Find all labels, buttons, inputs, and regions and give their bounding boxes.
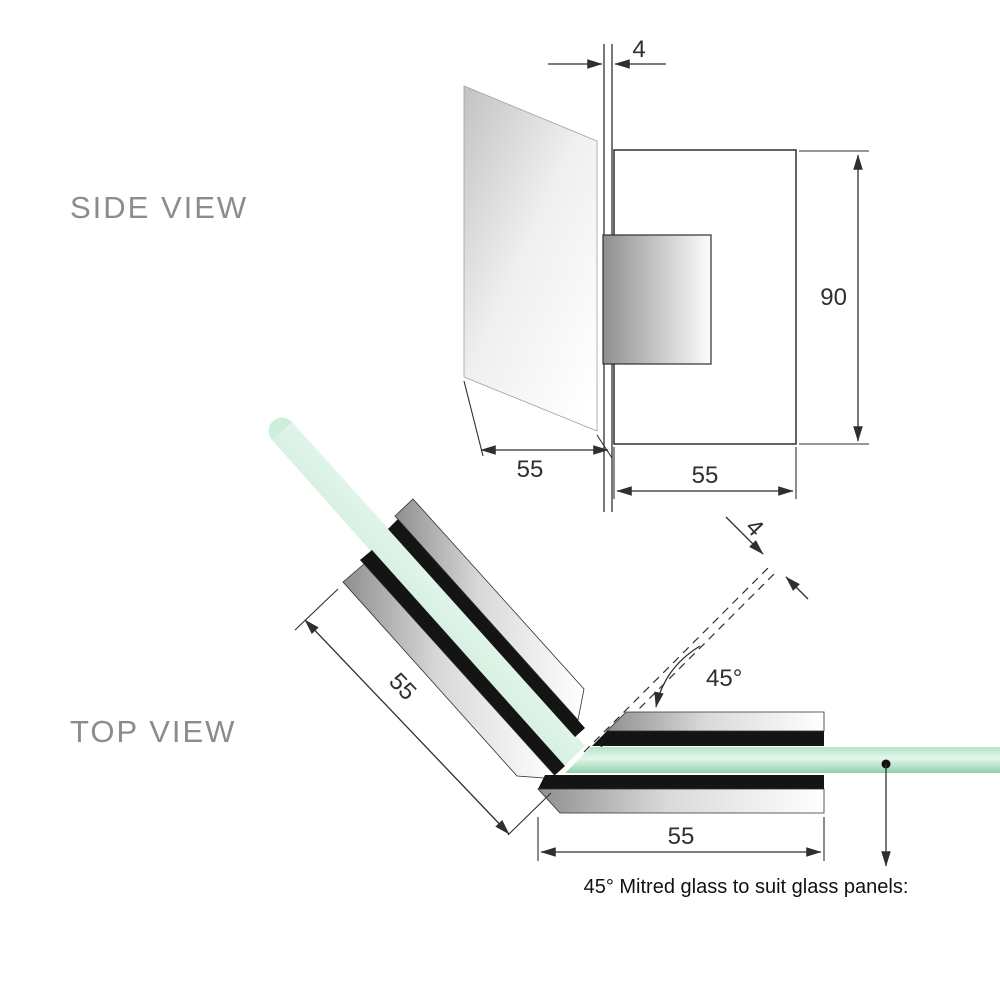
dim-line <box>725 516 764 555</box>
side-view-title: SIDE VIEW <box>70 190 248 225</box>
dim-mitre-gap: 4 <box>725 514 809 600</box>
dim-plate-height: 90 <box>799 150 869 445</box>
dim-value-horizontal-plate-length: 55 <box>668 823 695 850</box>
ext-line <box>463 380 484 457</box>
top-view: TOP VIEW 55 4 <box>70 417 1000 898</box>
horizontal-hinge-seal-bottom <box>538 775 824 789</box>
side-hinge-knuckle <box>602 234 712 365</box>
diagonal-hinge-plate-upper <box>394 498 585 721</box>
angle-arc-arrow <box>654 645 701 708</box>
dim-horizontal-plate-length: 55 <box>537 817 825 861</box>
horizontal-glass-panel <box>565 747 1000 773</box>
dim-plate-width: 55 <box>613 447 797 499</box>
dim-line <box>304 619 510 835</box>
dim-value-plate-width: 55 <box>692 462 719 489</box>
side-view: SIDE VIEW 4 90 55 <box>70 36 869 512</box>
dim-value-mitre-gap: 4 <box>740 514 769 542</box>
glass-pointer <box>881 759 891 867</box>
ext-line <box>507 792 552 836</box>
mitre-dash-line <box>583 563 773 753</box>
dim-value-mitre-angle: 45° <box>706 665 742 692</box>
horizontal-hinge-plate-top <box>606 711 825 732</box>
dim-value-diagonal-plate-length: 55 <box>383 668 421 706</box>
horizontal-hinge-plate-bottom <box>537 788 825 814</box>
ext-line <box>294 588 339 631</box>
top-view-title: TOP VIEW <box>70 714 236 749</box>
dim-glass-thickness: 4 <box>548 36 666 69</box>
dim-value-glass-thickness: 4 <box>632 36 645 63</box>
dim-mitre-angle: 45° <box>654 645 742 708</box>
horizontal-hinge-seal-top <box>592 731 824 746</box>
dim-panel-width: 55 <box>463 380 613 483</box>
dim-value-panel-width: 55 <box>517 456 544 483</box>
side-glass-panel <box>463 85 598 432</box>
dim-value-plate-height: 90 <box>820 284 847 311</box>
dim-line <box>785 576 809 600</box>
caption-text: 45° Mitred glass to suit glass panels: <box>584 876 909 898</box>
